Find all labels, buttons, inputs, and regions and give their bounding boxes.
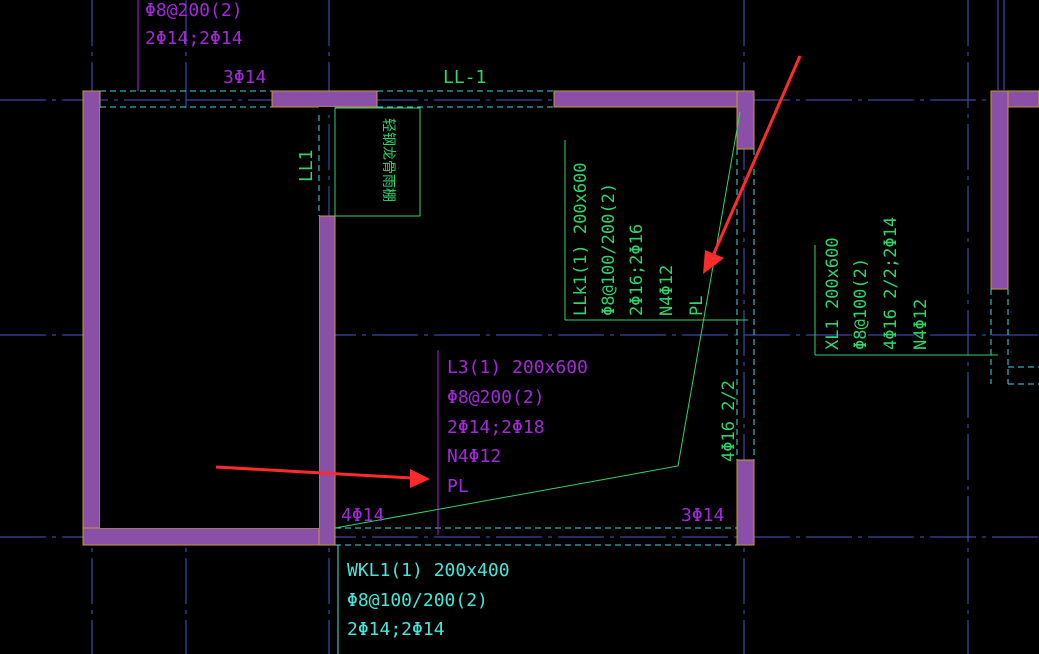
- llk1-line-2: Φ8@100/200(2): [599, 183, 619, 316]
- l3-line-3: 2Φ14;2Φ18: [447, 417, 545, 438]
- l3-line-1: L3(1) 200x600: [447, 357, 588, 378]
- arrow-left-shaft: [215, 465, 413, 480]
- label-top-support-bar: 3Φ14: [223, 67, 266, 88]
- walls: [82, 90, 1039, 546]
- wall-right-upper: [736, 90, 755, 150]
- l3-annotation: L3(1) 200x600 Φ8@200(2) 2Φ14;2Φ18 N4Φ12 …: [447, 357, 588, 497]
- llk1-line-5: PL: [687, 296, 707, 316]
- xl1-line-3: 4Φ16 2/2;2Φ14: [881, 217, 901, 350]
- wall-corner-notch: [319, 107, 335, 115]
- leader-lines: [137, 0, 998, 654]
- stair-note-box: [334, 107, 421, 217]
- l3-line-2: Φ8@200(2): [447, 387, 545, 408]
- arrow-top-head: [703, 250, 724, 274]
- label-ll1-vertical: LL1: [296, 149, 317, 182]
- arrow-top-shaft: [710, 55, 802, 259]
- wkl1-line-3: 2Φ14;2Φ14: [347, 619, 445, 640]
- llk1-annotation: LLk1(1) 200x600 Φ8@100/200(2) 2Φ16;2Φ16 …: [571, 162, 707, 316]
- wall-top-mid: [271, 90, 378, 108]
- label-bottom-left-bar: 4Φ14: [341, 505, 384, 526]
- l3-line-5: PL: [447, 476, 469, 497]
- label-top-stirrup: Φ8@200(2): [145, 0, 243, 21]
- wall-far-right-vertical: [990, 90, 1009, 290]
- label-ll1-horizontal: LL-1: [443, 67, 486, 88]
- llk1-line-1: LLk1(1) 200x600: [571, 162, 591, 316]
- label-top-rebar: 2Φ14;2Φ14: [145, 28, 243, 49]
- label-stair-note: 轻钢龙骨雨棚: [380, 118, 396, 202]
- room-interior-left: [100, 108, 319, 528]
- xl1-annotation: XL1 200x600 Φ8@100(2) 4Φ16 2/2;2Φ14 N4Φ1…: [823, 217, 931, 350]
- annotations: Φ8@200(2) 2Φ14;2Φ14 3Φ14 LL-1 LL1 轻钢龙骨雨棚…: [145, 0, 931, 640]
- xl1-line-1: XL1 200x600: [823, 237, 843, 350]
- llk1-line-4: N4Φ12: [657, 265, 677, 316]
- label-bottom-right-bar: 3Φ14: [681, 505, 724, 526]
- xl1-line-4: N4Φ12: [911, 299, 931, 350]
- xl1-line-2: Φ8@100(2): [851, 258, 871, 350]
- wall-right-lower: [736, 459, 755, 546]
- wall-left-room-left: [82, 90, 101, 546]
- wall-left-room-bottom: [82, 527, 336, 546]
- l3-line-4: N4Φ12: [447, 446, 501, 467]
- wall-left-room-right-lower: [318, 215, 336, 546]
- llk1-line-3: 2Φ16;2Φ16: [627, 224, 647, 316]
- leader-pl-diagonal: [334, 111, 741, 529]
- arrow-left-head: [410, 469, 430, 488]
- wall-top-right: [553, 90, 755, 108]
- label-right-side-bar: 4Φ16 2/2: [719, 380, 739, 462]
- wkl1-line-1: WKL1(1) 200x400: [347, 560, 510, 581]
- wkl1-line-2: Φ8@100/200(2): [347, 590, 488, 611]
- wkl1-annotation: WKL1(1) 200x400 Φ8@100/200(2) 2Φ14;2Φ14: [347, 560, 510, 640]
- red-arrows: [215, 55, 802, 488]
